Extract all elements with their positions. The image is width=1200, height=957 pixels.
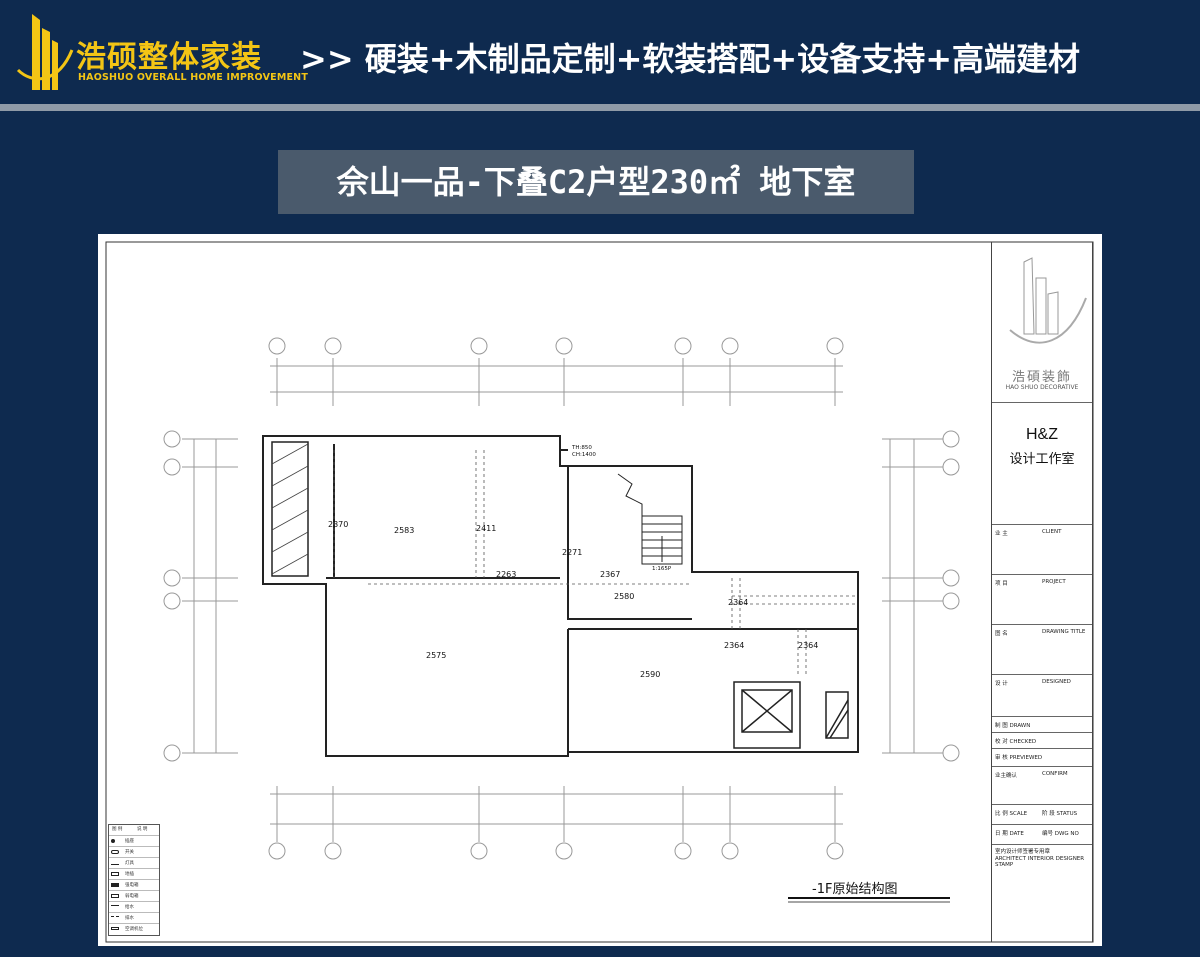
legend-row: 排水 [109,912,159,923]
legend-row: 空调机位 [109,923,159,934]
drawing-sheet: 2370 2583 2411 2271 2263 2367 2580 2364 … [98,234,1102,946]
legend-row: 灯具 [109,857,159,868]
brand-subtitle: HAOSHUO OVERALL HOME IMPROVEMENT [78,72,308,83]
service-tagline: >> 硬装+木制品定制+软装搭配+设备支持+高端建材 [300,40,1081,78]
room-height-label: 2370 [328,520,349,529]
axis-grid-top [268,337,844,406]
header-divider [0,104,1200,111]
title-block-logo-subtitle: HAO SHUO DECORATIVE [1005,384,1079,391]
drawing-caption: -1F原始结构图 [812,882,898,897]
drawing-note: CH:1400 [572,452,596,458]
brand-name: 浩硕整体家装 [76,40,262,75]
title-block-row: 制 图 DRAWN [992,716,1092,732]
legend-row: 强电箱 [109,879,159,890]
room-height-label: 2590 [640,670,661,679]
drawing-note: TH:850 [572,445,592,451]
title-block-logo-icon [1009,257,1087,344]
title-block-row: 校 对 CHECKED [992,732,1092,748]
axis-grid-right [882,430,960,762]
legend-row: 开关 [109,846,159,857]
title-block-row: 室内设计师签署专用章 [992,844,1092,856]
room-height-label: 2271 [562,548,583,557]
room-height-label: 2364 [724,641,745,650]
room-height-label: 2367 [600,570,621,579]
staircase [617,473,683,565]
room-height-label: 2580 [614,592,635,601]
title-banner: 佘山一品-下叠C2户型230㎡ 地下室 [278,150,914,214]
legend-row: 给水 [109,901,159,912]
room-height-label: 2583 [394,526,415,535]
room-height-label: 2364 [728,598,749,607]
title-block-logo-text: 浩碩装飾 [1011,370,1072,385]
studio-code: H&Z [1026,426,1058,443]
legend-row: 插座 [109,835,159,846]
legend-header-desc: 说 明 [137,827,148,832]
axis-grid-bottom [268,786,844,860]
legend-table: 图 例 说 明 插座 开关 灯具 地插 强电箱 弱电箱 给水 排水 空调机位 [108,824,160,936]
page-title: 佘山一品-下叠C2户型230㎡ 地下室 [336,163,856,201]
legend-row: 地插 [109,868,159,879]
title-block-row: 审 核 PREVIEWED [992,748,1092,766]
header: 浩硕整体家装 HAOSHUO OVERALL HOME IMPROVEMENT … [0,0,1200,104]
studio-label: H&Z 设计工作室 [992,426,1092,467]
floor-plan-drawing [105,241,1094,943]
room-height-label: 2575 [426,651,447,660]
title-block-row: ARCHITECT INTERIOR DESIGNER STAMP [995,856,1085,868]
room-height-label: 2364 [798,641,819,650]
axis-grid-left [163,430,238,762]
drawing-note: 1:165P [652,566,672,572]
elevator-shaft [733,681,849,749]
legend-header-symbol: 图 例 [112,827,123,832]
room-height-label: 2263 [496,570,517,579]
room-height-label: 2411 [476,524,497,533]
building-logo-icon [16,14,74,90]
studio-name: 设计工作室 [1009,452,1075,467]
legend-row: 弱电箱 [109,890,159,901]
